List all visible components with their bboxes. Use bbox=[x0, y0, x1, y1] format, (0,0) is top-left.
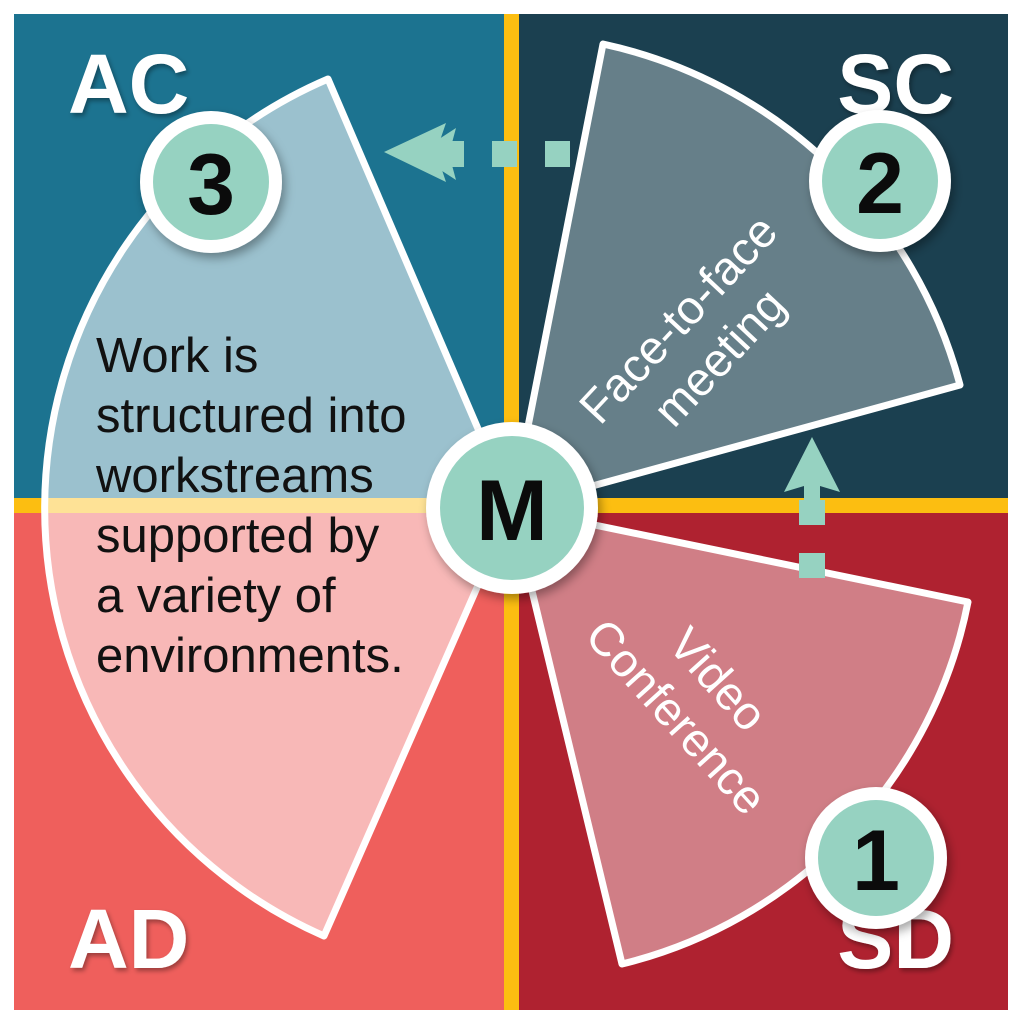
badge-2-fill bbox=[822, 123, 938, 239]
arrow-sd-to-sc-head bbox=[784, 437, 840, 500]
center-node-fill bbox=[440, 436, 584, 580]
badge-2-label: 2 bbox=[856, 136, 904, 232]
badge-3[interactable] bbox=[140, 111, 282, 253]
narrative-line-5: a variety of bbox=[96, 569, 336, 623]
narrative-line-2: structured into bbox=[96, 389, 407, 443]
center-node-m[interactable] bbox=[426, 422, 598, 594]
quadrant-label-ac: AC bbox=[68, 37, 189, 131]
arrow-sc-to-ac bbox=[384, 123, 570, 182]
narrative-line-1: Work is bbox=[96, 329, 258, 383]
wedge-video-conference[interactable]: Video Conference bbox=[508, 504, 972, 968]
badge-1-fill bbox=[818, 800, 934, 916]
narrative-line-3: workstreams bbox=[95, 449, 374, 503]
badge-1-label: 1 bbox=[852, 813, 900, 909]
badge-2[interactable] bbox=[809, 110, 951, 252]
arrow-sc-to-ac-head-main bbox=[384, 123, 446, 182]
badge-3-label: 3 bbox=[187, 137, 235, 233]
narrative-line-4: supported by bbox=[96, 509, 380, 563]
badge-1[interactable] bbox=[805, 787, 947, 929]
narrative-text-block: Work is structured into workstreams supp… bbox=[95, 329, 407, 683]
center-node-label: M bbox=[476, 463, 548, 559]
narrative-line-6: environments. bbox=[96, 629, 404, 683]
badge-3-fill bbox=[153, 124, 269, 240]
quadrant-label-ad: AD bbox=[68, 892, 189, 986]
arrow-sd-to-sc bbox=[784, 437, 840, 578]
